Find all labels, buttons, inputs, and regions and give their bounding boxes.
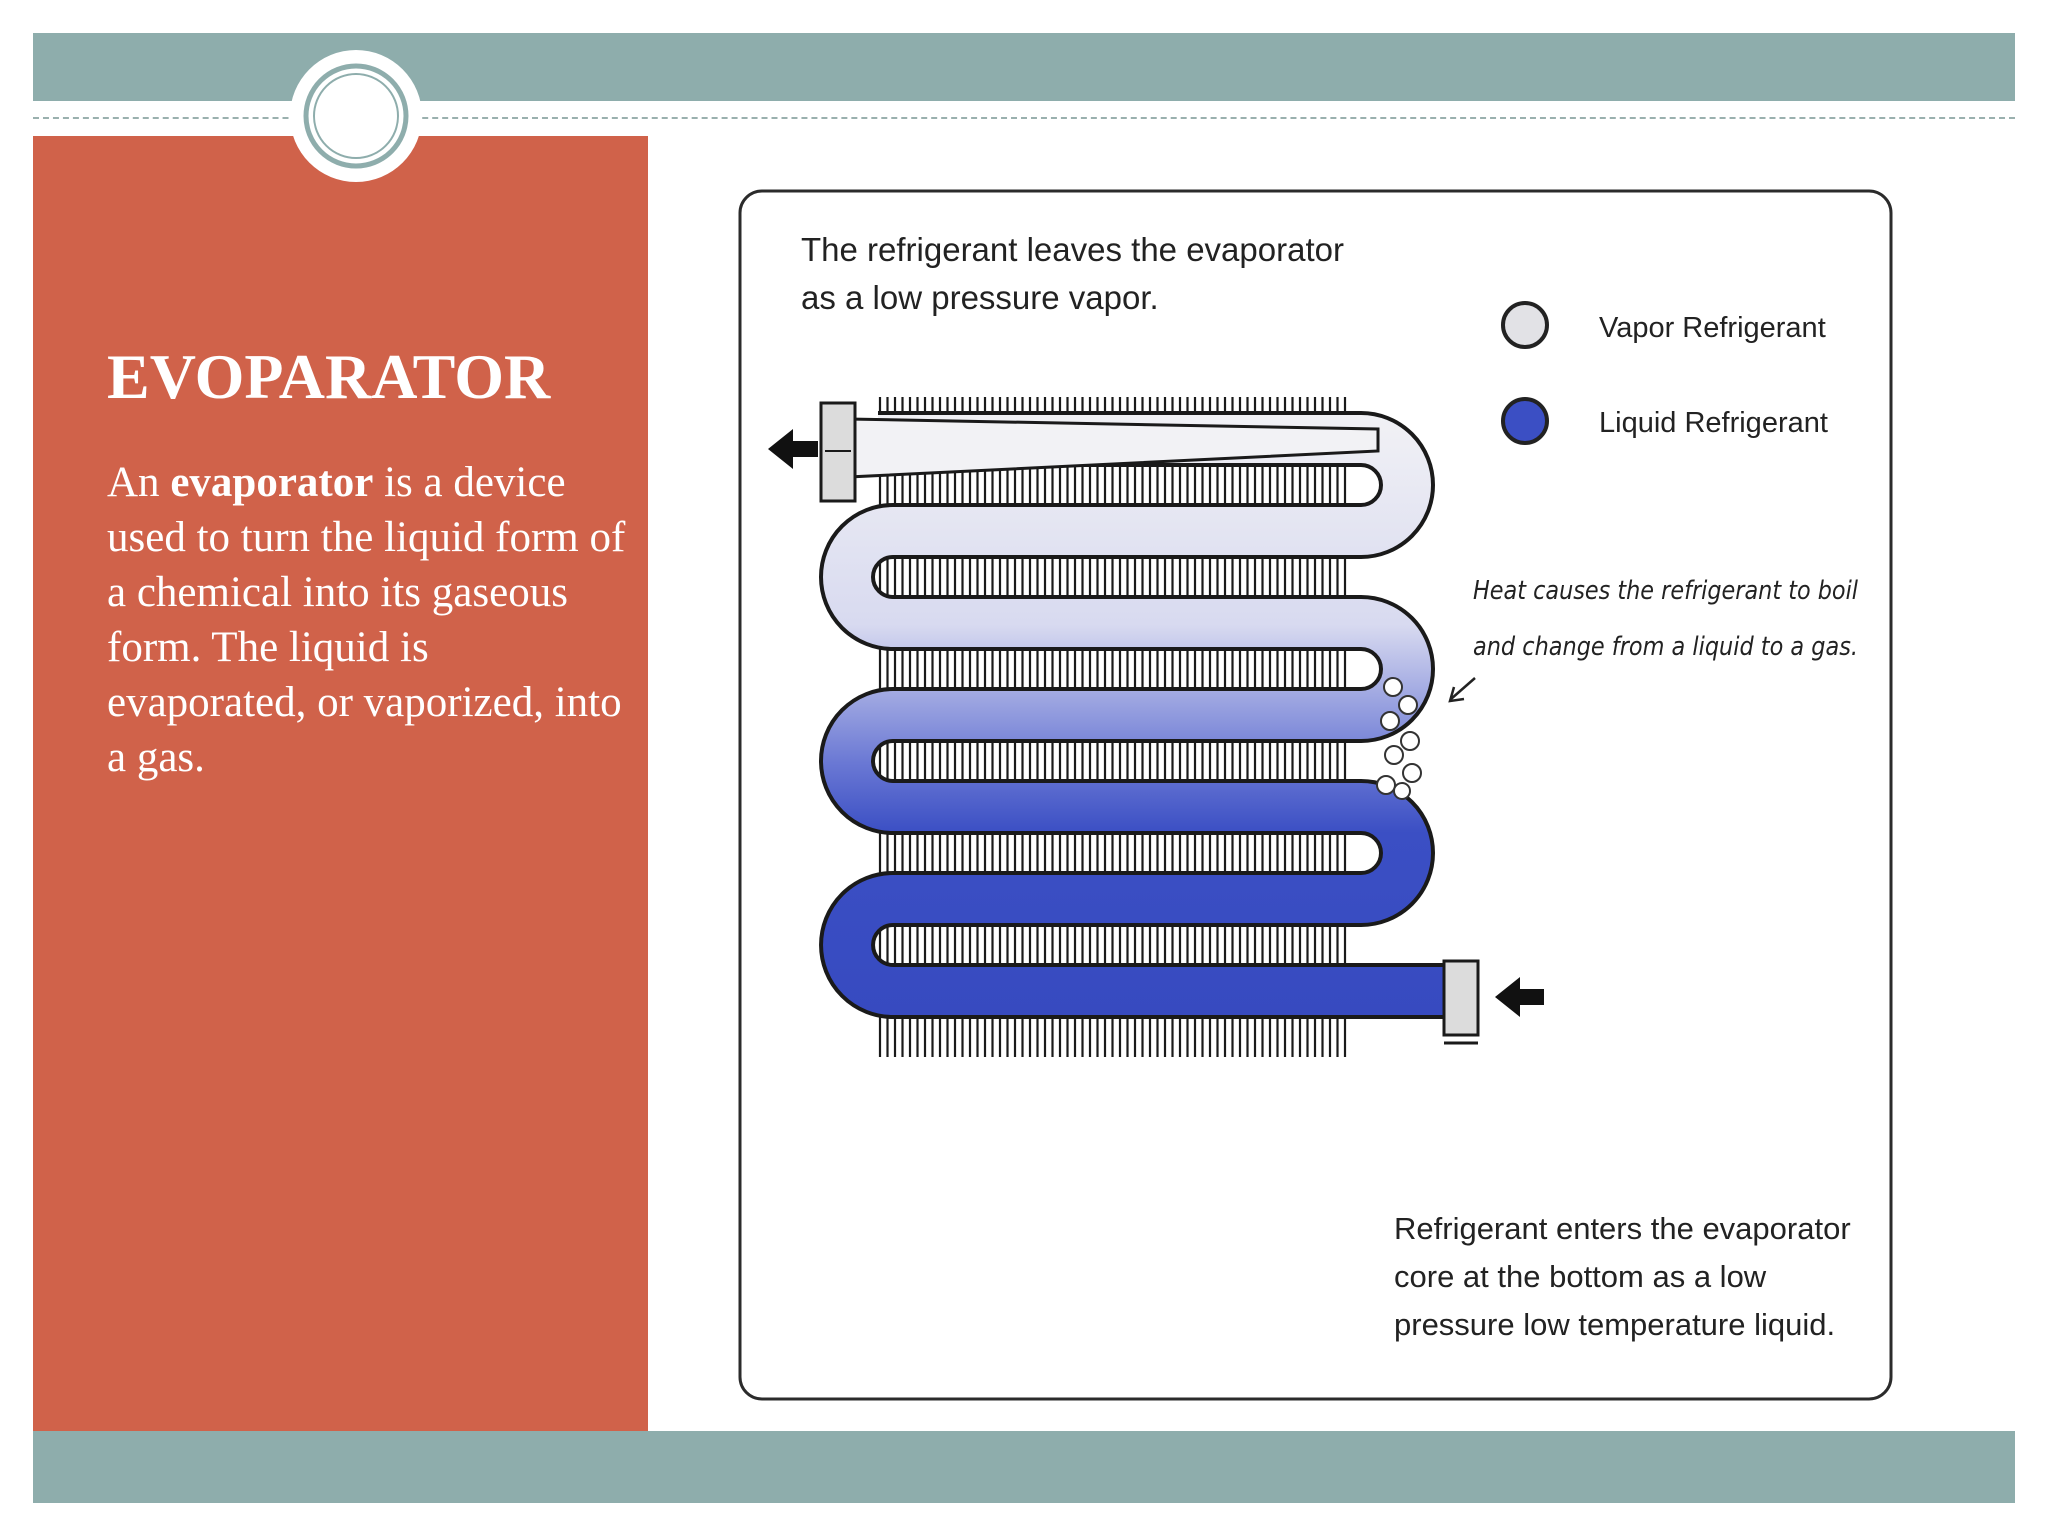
outlet-arrow-icon: [768, 429, 818, 469]
text-panel: [33, 136, 648, 1431]
bottom-caption-line3: pressure low temperature liquid.: [1394, 1307, 1835, 1342]
heat-note-line1: Heat causes the refrigerant to boil: [1473, 576, 1859, 606]
legend-vapor-label: Vapor Refrigerant: [1599, 312, 1826, 344]
bottom-caption-line2: core at the bottom as a low: [1394, 1259, 1767, 1294]
liquid-legend-icon: [1501, 397, 1549, 445]
inlet-arrow-icon: [1495, 977, 1544, 1017]
boiling-bubbles: [1376, 677, 1422, 800]
top-caption-line1: The refrigerant leaves the evaporator: [801, 231, 1344, 268]
heat-pointer-arrow-icon: [1448, 677, 1476, 703]
heat-note-line2: and change from a liquid to a gas.: [1473, 632, 1858, 662]
bottom-band: [33, 1431, 2015, 1503]
coil-tube: [823, 415, 1448, 1015]
slide-body: An evaporator is a device used to turn t…: [107, 455, 627, 785]
evaporator-diagram: The refrigerant leaves the evaporator as…: [738, 189, 1893, 1401]
body-term: evaporator: [170, 459, 374, 506]
slide: EVOPARATOR An evaporator is a device use…: [33, 33, 2015, 1503]
body-rest: is a device used to turn the liquid form…: [107, 459, 626, 781]
slide-title: EVOPARATOR: [107, 341, 551, 412]
bottom-caption-line1: Refrigerant enters the evaporator: [1394, 1211, 1851, 1246]
top-caption-line2: as a low pressure vapor.: [801, 279, 1159, 316]
inlet-fitting: [1442, 959, 1480, 1037]
circle-emblem-icon: [290, 50, 422, 182]
dashed-divider: [33, 117, 2015, 119]
legend-liquid-label: Liquid Refrigerant: [1599, 407, 1828, 439]
vapor-legend-icon: [1501, 301, 1549, 349]
body-lead: An: [107, 459, 171, 506]
